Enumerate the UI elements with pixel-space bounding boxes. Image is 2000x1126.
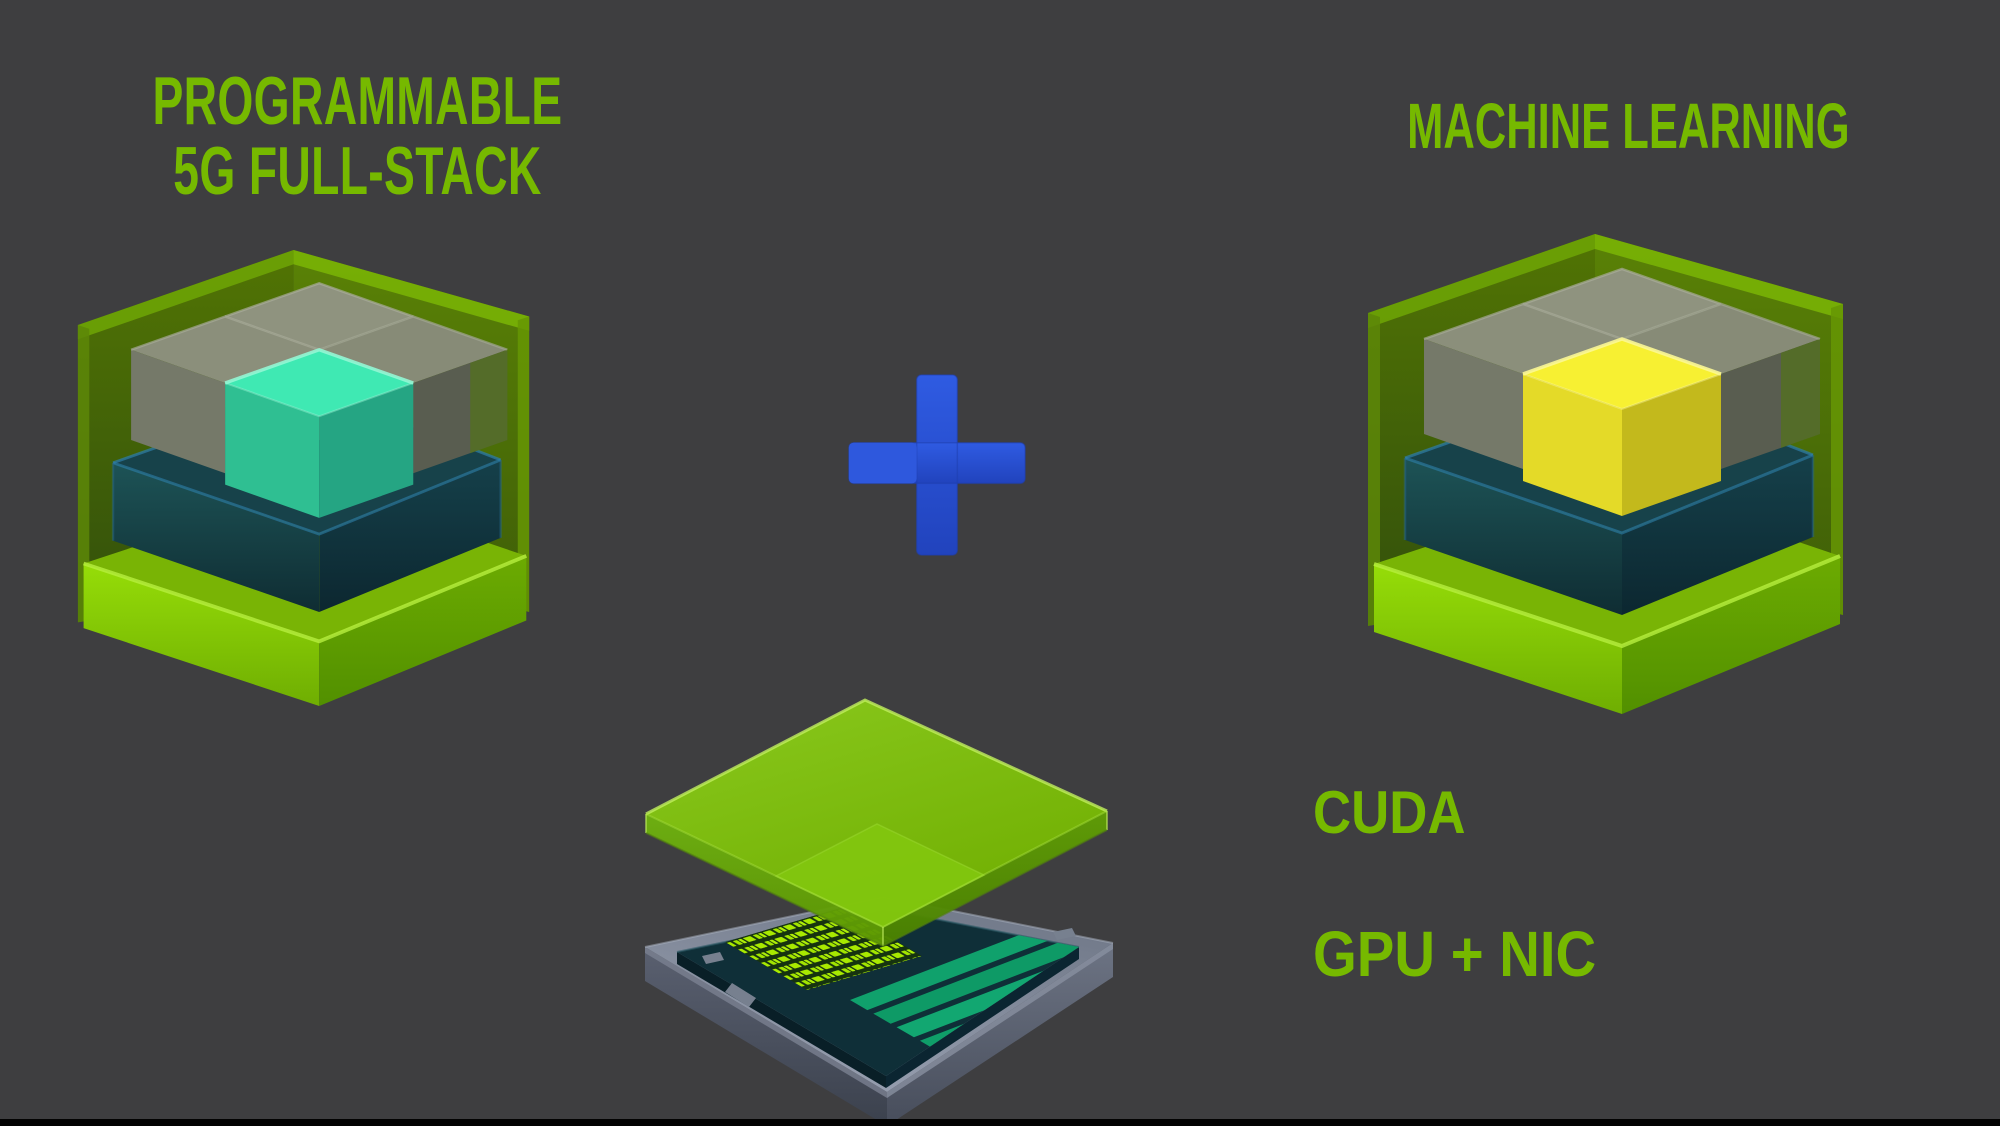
left-block-title: PROGRAMMABLE 5G FULL-STACK: [56, 66, 562, 206]
footer-bar: [0, 1119, 2000, 1126]
cuda-label: CUDA: [1313, 779, 1466, 846]
cuda-slab: [645, 698, 1108, 948]
gpu-nic-label: GPU + NIC: [1313, 918, 1597, 990]
right-title-text: MACHINE LEARNING: [1407, 90, 1850, 162]
plus-icon: [848, 374, 1026, 556]
chip-substrate-right-face: [887, 943, 1113, 1126]
chip-substrate-left-face: [645, 947, 887, 1126]
sdk-stack-cube-yellow-icon: [1366, 234, 1845, 714]
gpu-chip-stack-icon: [644, 698, 1114, 1126]
right-block-title: MACHINE LEARNING: [1303, 94, 1849, 158]
left-title-line1: PROGRAMMABLE: [152, 63, 563, 139]
sdk-stack-cube-teal-icon: [76, 250, 532, 706]
left-title-line2: 5G FULL-STACK: [173, 133, 542, 209]
